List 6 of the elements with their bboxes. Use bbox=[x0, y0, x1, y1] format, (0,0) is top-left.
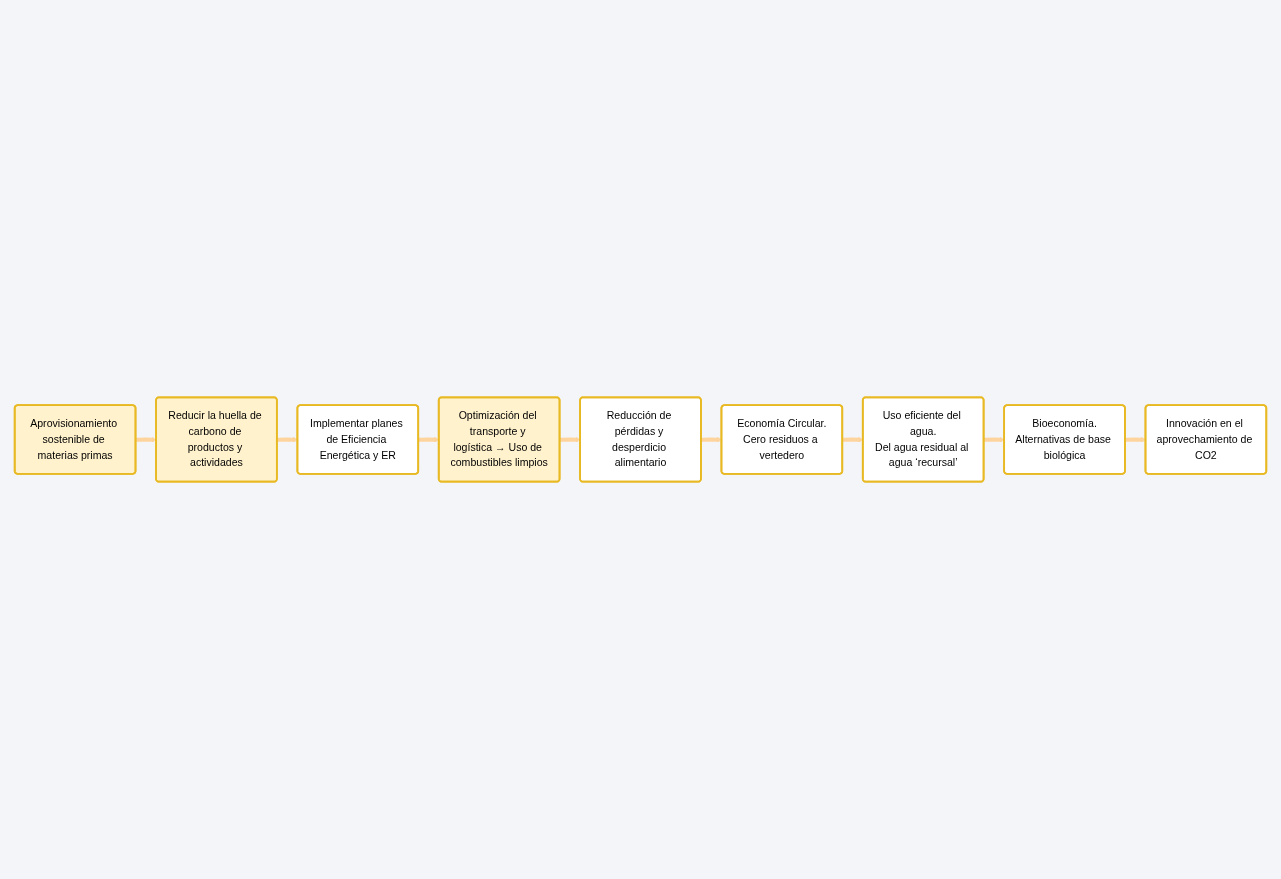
arrow bbox=[135, 437, 157, 443]
arrow bbox=[700, 437, 722, 443]
arrow bbox=[1124, 437, 1146, 443]
arrow bbox=[276, 437, 298, 443]
arrow bbox=[983, 437, 1005, 443]
arrow bbox=[559, 437, 581, 443]
